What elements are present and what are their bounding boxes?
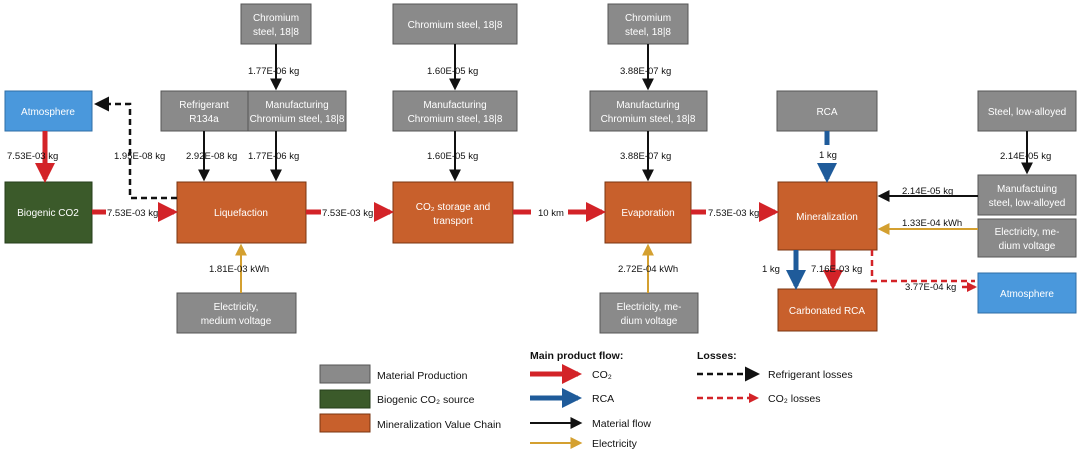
legend-label-rca: RCA: [592, 393, 614, 405]
svg-text:Chromium steel, 18|8: Chromium steel, 18|8: [408, 20, 503, 31]
atmosphere-right-box: Atmosphere: [977, 272, 1077, 314]
flow-label: 1.60E-05 kg: [427, 151, 478, 162]
svg-text:Manufactuing: Manufactuing: [997, 184, 1057, 195]
atmosphere-left-box: Atmosphere: [4, 90, 93, 132]
svg-text:Manufacturing: Manufacturing: [423, 100, 486, 111]
svg-text:steel, 18|8: steel, 18|8: [253, 27, 299, 38]
legend-label-co2: CO₂: [592, 369, 612, 381]
svg-text:Liquefaction: Liquefaction: [214, 208, 268, 219]
flow-label: 2.14E-05 kg: [902, 186, 953, 197]
legend-swatch-biogenic: [319, 389, 371, 409]
flow-label: 1.81E-03 kWh: [209, 264, 269, 275]
legend: Material Production Biogenic CO₂ source …: [319, 350, 853, 450]
legend-label-material: Material Production: [377, 370, 468, 382]
flow-label: 2.14E-05 kg: [1000, 151, 1051, 162]
flow-label: 7.53E-03 kg: [708, 208, 759, 219]
refrigerant-box: Refrigerant R134a: [160, 90, 249, 132]
svg-text:Chromium steel, 18|8: Chromium steel, 18|8: [250, 114, 345, 125]
legend-label-co2-losses: CO₂ losses: [768, 393, 821, 405]
svg-text:Refrigerant: Refrigerant: [179, 100, 229, 111]
svg-text:Chromium steel, 18|8: Chromium steel, 18|8: [601, 114, 696, 125]
electricity-box-2: Electricity, me- dium voltage: [599, 292, 699, 334]
svg-text:steel, 18|8: steel, 18|8: [625, 27, 671, 38]
svg-text:Steel, low-alloyed: Steel, low-alloyed: [988, 107, 1066, 118]
svg-text:dium voltage: dium voltage: [999, 241, 1056, 252]
flow-label: 1.95E-08 kg: [114, 151, 165, 162]
svg-text:Manufacturing: Manufacturing: [616, 100, 679, 111]
manufacturing-chromium-box-1: Manufacturing Chromium steel, 18|8: [247, 90, 347, 132]
liquefaction-box: Liquefaction: [176, 181, 307, 244]
chromium-steel-box-1: Chromium steel, 18|8: [240, 3, 312, 45]
legend-swatch-chain: [319, 413, 371, 433]
refrigerant-loss-arrow: [94, 96, 177, 200]
flow-label: 7.53E-03 kg: [322, 208, 373, 219]
svg-text:steel, low-alloyed: steel, low-alloyed: [989, 198, 1066, 209]
svg-text:Chromium: Chromium: [253, 13, 299, 24]
mineralization-box: Mineralization: [777, 181, 878, 251]
legend-main-flow-title: Main product flow:: [530, 350, 623, 362]
flow-label: 3.77E-04 kg: [905, 282, 956, 293]
flow-label: 1.77E-06 kg: [248, 151, 299, 162]
manufacturing-steel-box: Manufactuing steel, low-alloyed: [977, 174, 1077, 216]
manufacturing-chromium-box-3: Manufacturing Chromium steel, 18|8: [589, 90, 708, 132]
flow-label: 7.53E-03 kg: [7, 151, 58, 162]
rca-box: RCA: [776, 90, 878, 132]
electricity-box-3: Electricity, me- dium voltage: [977, 218, 1077, 258]
svg-text:Chromium steel, 18|8: Chromium steel, 18|8: [408, 114, 503, 125]
legend-label-chain: Mineralization Value Chain: [377, 419, 501, 431]
co2-loss-arrow: [870, 250, 975, 283]
svg-text:Electricity,: Electricity,: [214, 302, 259, 313]
legend-label-refrigerant-losses: Refrigerant losses: [768, 369, 853, 381]
manufacturing-chromium-box-2: Manufacturing Chromium steel, 18|8: [392, 90, 518, 132]
flow-label: 1 kg: [762, 264, 780, 275]
electricity-box-1: Electricity, medium voltage: [176, 292, 297, 334]
co2-storage-transport-box: CO₂ storage and transport: [392, 181, 514, 244]
svg-text:Biogenic CO2: Biogenic CO2: [17, 208, 79, 219]
svg-text:Manufacturing: Manufacturing: [265, 100, 328, 111]
flow-label: 2.72E-04 kWh: [618, 264, 678, 275]
legend-swatch-material: [319, 364, 371, 384]
carbonated-rca-box: Carbonated RCA: [777, 288, 878, 332]
legend-label-biogenic: Biogenic CO₂ source: [377, 394, 475, 406]
chromium-steel-box-3: Chromium steel, 18|8: [607, 3, 689, 45]
svg-text:Chromium: Chromium: [625, 13, 671, 24]
flow-label: 10 km: [538, 208, 564, 219]
steel-low-alloyed-box: Steel, low-alloyed: [977, 90, 1077, 132]
svg-text:Carbonated RCA: Carbonated RCA: [789, 306, 865, 317]
svg-text:R134a: R134a: [189, 114, 219, 125]
svg-text:Mineralization: Mineralization: [796, 212, 858, 223]
flow-label: 7.53E-03 kg: [107, 208, 158, 219]
flow-label: 1.77E-06 kg: [248, 66, 299, 77]
flow-label: 1.60E-05 kg: [427, 66, 478, 77]
legend-label-material-flow: Material flow: [592, 418, 651, 430]
flow-label: 7.16E-03 kg: [811, 264, 862, 275]
svg-text:Electricity, me-: Electricity, me-: [995, 227, 1060, 238]
svg-text:dium voltage: dium voltage: [621, 316, 678, 327]
chromium-steel-box-2: Chromium steel, 18|8: [392, 3, 518, 45]
svg-text:Atmosphere: Atmosphere: [1000, 289, 1054, 300]
svg-text:transport: transport: [433, 216, 473, 227]
flow-label: 1 kg: [819, 150, 837, 161]
flow-label: 2.92E-08 kg: [186, 151, 237, 162]
svg-text:RCA: RCA: [816, 107, 837, 118]
flow-label: 1.33E-04 kWh: [902, 218, 962, 229]
biogenic-co2-box: Biogenic CO2: [4, 181, 93, 244]
svg-text:Atmosphere: Atmosphere: [21, 107, 75, 118]
legend-label-electricity: Electricity: [592, 438, 638, 450]
flow-label: 3.88E-07 kg: [620, 66, 671, 77]
svg-text:CO₂ storage and: CO₂ storage and: [416, 202, 490, 213]
legend-losses-title: Losses:: [697, 350, 737, 362]
svg-text:Evaporation: Evaporation: [621, 208, 674, 219]
flow-label: 3.88E-07 kg: [620, 151, 671, 162]
evaporation-box: Evaporation: [604, 181, 692, 244]
svg-text:Electricity, me-: Electricity, me-: [617, 302, 682, 313]
svg-text:medium voltage: medium voltage: [201, 316, 272, 327]
